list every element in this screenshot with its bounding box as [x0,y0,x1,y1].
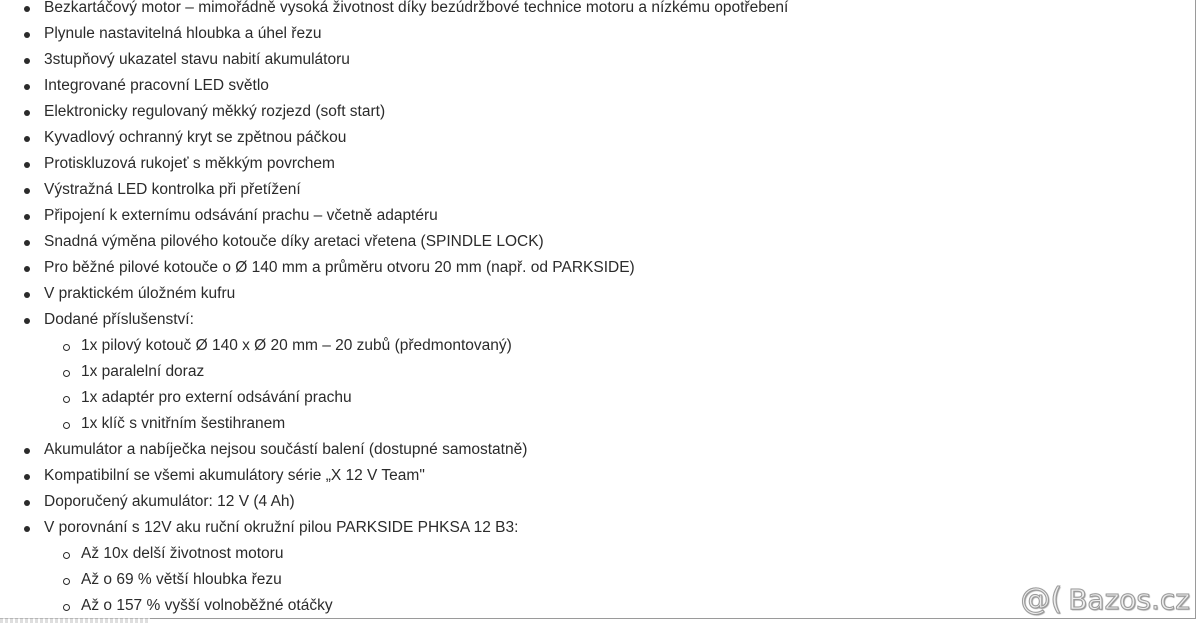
sub-list-item: 1x paralelní doraz [0,359,1190,385]
sub-list-item: Až o 157 % vyšší volnoběžné otáčky [0,593,1190,618]
list-item: Plynule nastavitelná hloubka a úhel řezu [0,21,1190,47]
sub-list-item: 1x pilový kotouč Ø 140 x Ø 20 mm – 20 zu… [0,333,1190,359]
list-item: Výstražná LED kontrolka při přetížení [0,177,1190,203]
list-item: Kompatibilní se všemi akumulátory série … [0,463,1190,489]
sub-list-item: 1x klíč s vnitřním šestihranem [0,411,1190,437]
list-item: Připojení k externímu odsávání prachu – … [0,203,1190,229]
list-item: Protiskluzová rukojeť s měkkým povrchem [0,151,1190,177]
list-item: V praktickém úložném kufru [0,281,1190,307]
bazos-watermark: @( Bazos.cz [1020,582,1191,618]
list-item: Snadná výměna pilového kotouče díky aret… [0,229,1190,255]
list-item: V porovnání s 12V aku ruční okružní pilo… [0,515,1190,541]
list-item: Akumulátor a nabíječka nejsou součástí b… [0,437,1190,463]
list-item: Integrované pracovní LED světlo [0,73,1190,99]
list-item: Pro běžné pilové kotouče o Ø 140 mm a pr… [0,255,1190,281]
sub-list-item: 1x adaptér pro externí odsávání prachu [0,385,1190,411]
list-item: Elektronicky regulovaný měkký rozjezd (s… [0,99,1190,125]
bazos-logo-icon: @( [1020,582,1063,618]
list-item: Doporučený akumulátor: 12 V (4 Ah) [0,489,1190,515]
cropped-caption-fragment [0,618,150,623]
sub-list-item: Až o 69 % větší hloubka řezu [0,567,1190,593]
list-item: Bezkartáčový motor – mimořádně vysoká ži… [0,0,1190,21]
list-item: 3stupňový ukazatel stavu nabití akumulát… [0,47,1190,73]
watermark-text: Bazos.cz [1068,583,1191,617]
sub-list-item: Až 10x delší životnost motoru [0,541,1190,567]
bottom-strip [0,618,1200,625]
list-item: Kyvadlový ochranný kryt se zpětnou páčko… [0,125,1190,151]
list-item: Dodané příslušenství: [0,307,1190,333]
